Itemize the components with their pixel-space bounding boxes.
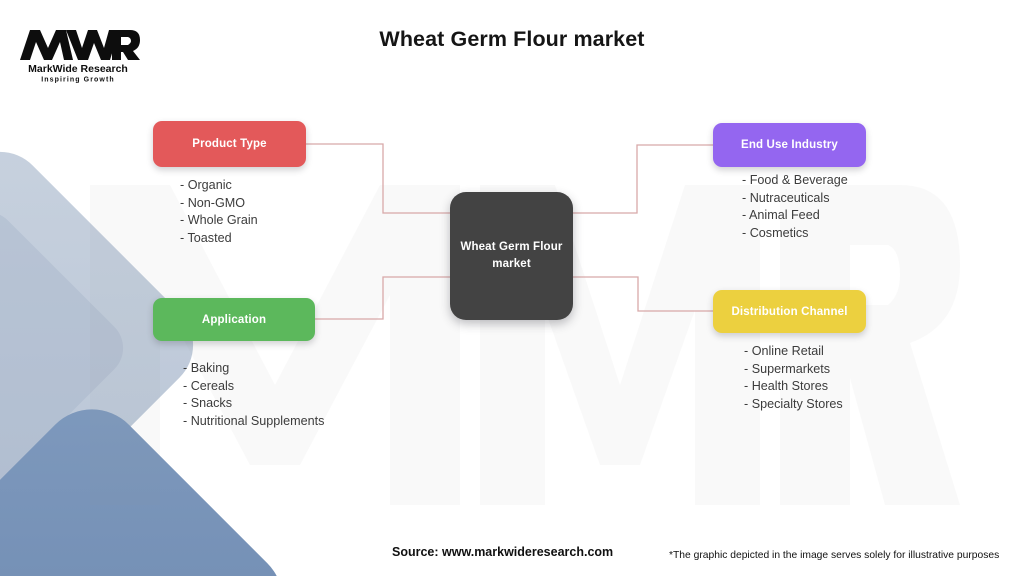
connector-product-type bbox=[306, 143, 450, 214]
source-label: Source: www.markwideresearch.com bbox=[392, 545, 614, 559]
branch-node-product-type[interactable]: Product Type bbox=[153, 121, 306, 167]
list-item: - Supermarkets bbox=[744, 361, 831, 376]
disclaimer-text: *The graphic depicted in the image serve… bbox=[669, 550, 1000, 561]
list-item: - Online Retail bbox=[744, 344, 824, 358]
center-node-label: Wheat Germ Flour market bbox=[460, 241, 563, 270]
connector-distribution-channel bbox=[573, 276, 713, 312]
connector-application bbox=[315, 276, 450, 320]
logo-mark-icon bbox=[20, 30, 140, 60]
logo-company-name: MarkWide Research bbox=[28, 63, 128, 75]
list-item: - Food & Beverage bbox=[742, 173, 848, 187]
brand-logo: MarkWide Research Inspiring Growth bbox=[16, 24, 141, 84]
list-item: - Cereals bbox=[183, 378, 235, 393]
branch-node-end-use-industry[interactable]: End Use Industry bbox=[713, 123, 866, 167]
list-item: - Non-GMO bbox=[180, 195, 246, 210]
logo-tagline: Inspiring Growth bbox=[41, 77, 115, 84]
branch-node-distribution-channel[interactable]: Distribution Channel bbox=[713, 290, 866, 333]
list-item: - Toasted bbox=[180, 230, 232, 245]
branch-items-product-type: - Organic - Non-GMO - Whole Grain - Toas… bbox=[180, 177, 258, 247]
list-item: - Cosmetics bbox=[742, 225, 809, 240]
list-item: - Nutraceuticals bbox=[742, 190, 830, 205]
list-item: - Snacks bbox=[183, 396, 232, 411]
branch-items-end-use-industry: - Food & Beverage - Nutraceuticals - Ani… bbox=[742, 172, 848, 242]
list-item: - Organic bbox=[180, 178, 232, 192]
connector-end-use-industry bbox=[573, 144, 713, 214]
center-node[interactable]: Wheat Germ Flour market bbox=[450, 192, 573, 320]
list-item: - Nutritional Supplements bbox=[183, 413, 325, 428]
list-item: - Baking bbox=[183, 361, 230, 375]
decorative-shape-light-inner bbox=[0, 199, 136, 497]
list-item: - Animal Feed bbox=[742, 208, 820, 223]
branch-items-application: - Baking - Cereals - Snacks - Nutritiona… bbox=[183, 360, 324, 430]
page-title: Wheat Germ Flour market bbox=[379, 27, 645, 51]
list-item: - Health Stores bbox=[744, 379, 828, 394]
branch-node-application[interactable]: Application bbox=[153, 298, 315, 341]
list-item: - Whole Grain bbox=[180, 213, 258, 228]
list-item: - Specialty Stores bbox=[744, 396, 843, 411]
branch-items-distribution-channel: - Online Retail - Supermarkets - Health … bbox=[744, 343, 843, 413]
